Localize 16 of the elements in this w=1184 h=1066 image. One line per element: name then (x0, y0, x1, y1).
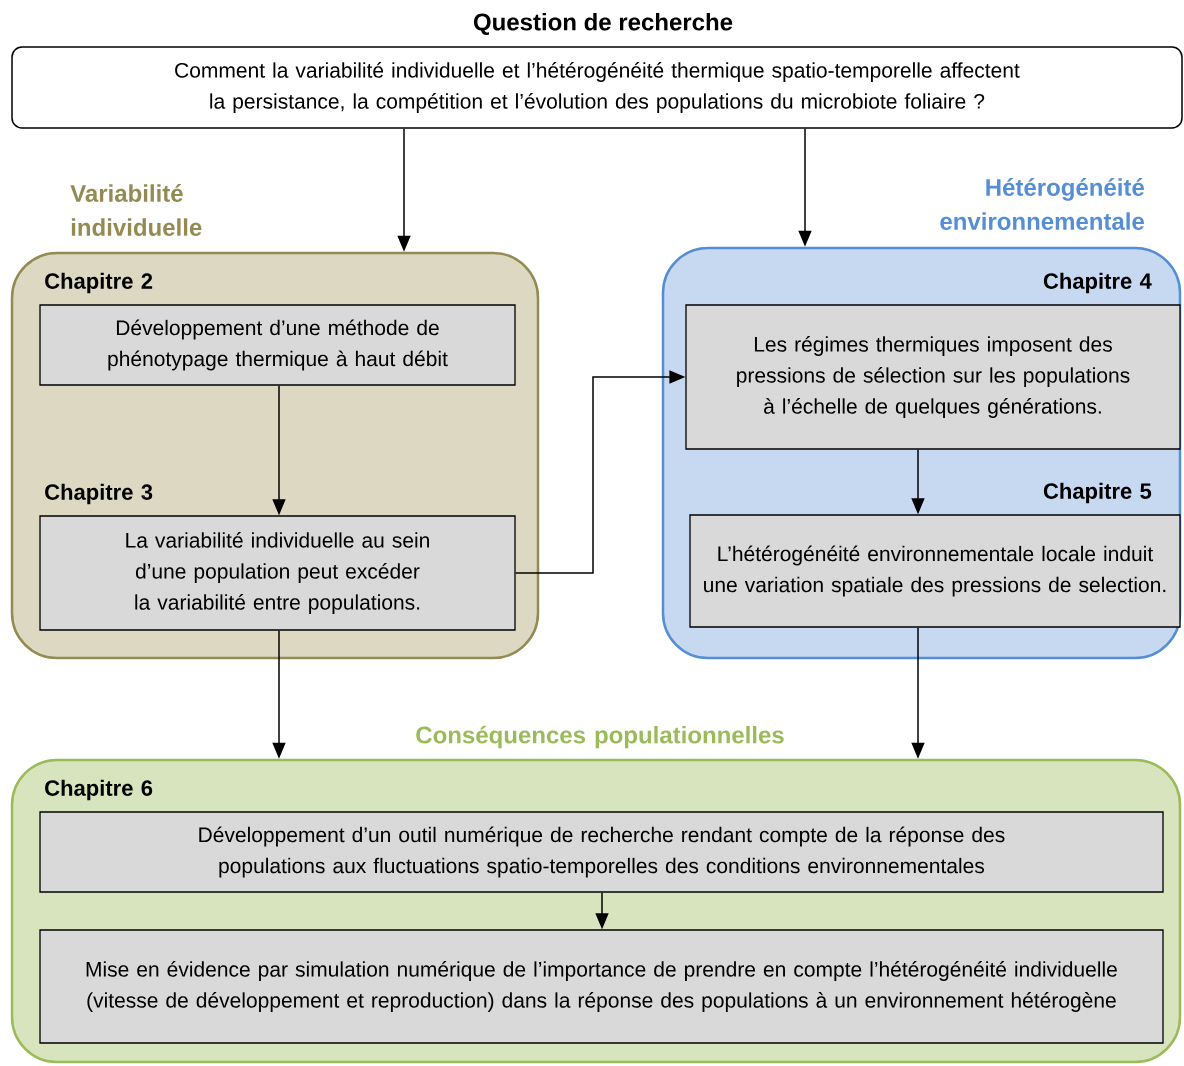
group-heading: Hétérogénéité environnementale (940, 178, 1144, 230)
group-heading: Variabilité individuelle (70, 184, 202, 236)
process-box: Développement d’un outil numérique de recherche rendant compte de la réponse des populations aux fluctuations spatio-temporelles des conditions environnementales (39, 811, 1164, 893)
process-box: L’hétérogénéité environnementale locale induit une variation spatiale des pressions de selection. (689, 514, 1181, 628)
chapter-heading: Chapitre 4 (1043, 272, 1152, 294)
question-box: Comment la variabilité individuelle et l’hétérogénéité thermique spatio-temporelle affectent la persistance, la compétition et l’évolution des populations du microbiote foliaire ? (11, 46, 1183, 129)
chapter-heading: Chapitre 3 (45, 483, 153, 505)
process-box: Mise en évidence par simulation numérique de l’importance de prendre en compte l’hétérogénéité individuelle (vitesse de développement et reproduction) dans la réponse des populations à un environnement hétérogène (39, 929, 1164, 1044)
process-box: Développement d’une méthode de phénotypage thermique à haut débit (39, 304, 516, 386)
title: Question de recherche (473, 12, 733, 36)
chapter-heading: Chapitre 2 (45, 272, 153, 294)
chapter-heading: Chapitre 5 (1043, 482, 1152, 504)
chapter-heading: Chapitre 6 (45, 779, 153, 801)
group-heading: Conséquences populationnelles (416, 725, 784, 749)
process-box: Les régimes thermiques imposent des pressions de sélection sur les populations à l’échelle de quelques générations. (685, 304, 1181, 450)
process-box: La variabilité individuelle au sein d’une population peut excéder la variabilité entre populations. (39, 515, 516, 631)
